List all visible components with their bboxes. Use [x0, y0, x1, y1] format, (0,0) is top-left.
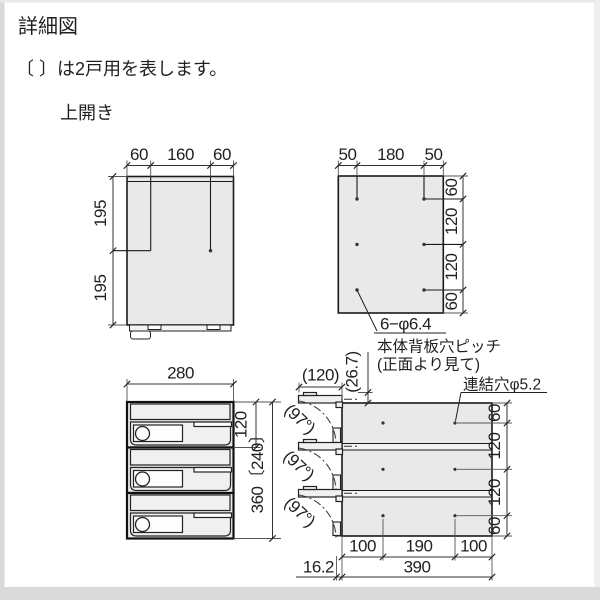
frame-top: [0, 0, 600, 3]
name-card-slot: [193, 421, 233, 428]
dim-depth-390: 390: [404, 558, 431, 577]
swing-angle-label-1: (97°): [281, 400, 319, 437]
dim-back-50-left: 50: [339, 145, 357, 164]
link-hole-callout: 連結穴φ5.2: [463, 376, 541, 394]
dim-depth-195-lower: 195: [91, 275, 110, 302]
frame-bottom: [0, 587, 600, 600]
latch-tab: [332, 474, 342, 492]
swing-angle-label-2: (97°): [280, 447, 318, 484]
front-view: 280 120 3: [125, 364, 281, 540]
swing-angle-label-3: (97°): [281, 493, 319, 530]
frame-right: [594, 0, 600, 600]
dim-total-height: 360〔240〕: [248, 427, 267, 514]
open-door-comp2: [297, 438, 358, 494]
hinge: [335, 401, 344, 409]
back-plate-caption-1: 本体背板穴ピッチ: [377, 338, 501, 356]
top-flap: [129, 494, 231, 512]
dim-back-180: 180: [377, 145, 404, 164]
dim-side-120-b: 120: [485, 479, 504, 506]
top-flap: [129, 448, 231, 466]
dimension-ticks: [109, 161, 511, 581]
back-plate-view: 50 180 50 60 120 120 60 6−φ6.4 本体背板穴ピッチ …: [337, 145, 501, 374]
mailbox-unit: [125, 491, 235, 540]
hole-callout: 6−φ6.4: [380, 315, 431, 334]
dim-front-offset: 16.2: [303, 558, 334, 577]
mailbox-unit: [125, 400, 235, 449]
frame-left: [0, 0, 5, 600]
lock-protrusion: [130, 330, 151, 340]
side-view: (97°) (97°) (97°) (120) (26.7) 連結穴φ5.2 6…: [280, 351, 547, 581]
dim-pitch-190: 190: [406, 537, 433, 556]
latch-tab: [332, 521, 342, 537]
open-door-comp3: [297, 485, 358, 541]
dim-back-50-right: 50: [425, 145, 443, 164]
dim-side-60-bottom: 60: [485, 517, 504, 535]
dial-lock-icon: [134, 516, 151, 533]
hinge: [335, 495, 344, 503]
dial-lock-icon: [134, 425, 151, 442]
base-strip: [129, 324, 232, 332]
dim-pitch-100-left: 100: [349, 537, 376, 556]
name-card-slot: [193, 466, 233, 473]
dim-pitch-100-right: 100: [460, 537, 487, 556]
top-view: 60 160 60 195 195: [91, 145, 235, 340]
dim-open-door-depth: (120): [302, 366, 339, 385]
page-title: 詳細図: [18, 15, 78, 38]
dim-back-60-top: 60: [442, 179, 461, 197]
hinge: [335, 448, 344, 456]
mount-tab: [147, 324, 162, 330]
dim-back-120-a: 120: [442, 208, 461, 235]
dim-side-120-a: 120: [485, 433, 504, 460]
bracket-note: 〔 〕は2戸用を表します。: [16, 59, 227, 79]
mailbox-unit: [125, 446, 235, 495]
name-card-slot: [193, 512, 233, 519]
back-plate-caption-2: (正面より見て): [377, 356, 480, 374]
dim-side-60-top: 60: [485, 404, 504, 422]
dim-back-120-b: 120: [442, 254, 461, 281]
open-door-comp1: [297, 391, 358, 447]
shelf: [343, 490, 491, 497]
shelf: [343, 443, 491, 450]
hole-mark: [208, 249, 213, 253]
mount-tab: [206, 324, 221, 330]
dial-lock-icon: [134, 471, 151, 487]
orientation-label: 上開き: [60, 103, 114, 123]
dim-door-protrusion: (26.7): [343, 351, 362, 392]
dim-top-160: 160: [167, 145, 194, 164]
dim-top-60-right: 60: [213, 145, 231, 164]
dim-front-width: 280: [167, 364, 194, 383]
top-flap: [129, 403, 231, 421]
dim-unit-height: 120: [232, 411, 251, 438]
latch-tab: [332, 427, 342, 445]
dim-back-60-bottom: 60: [442, 293, 461, 311]
dim-top-60-left: 60: [130, 145, 148, 164]
dim-depth-195-upper: 195: [91, 200, 110, 227]
